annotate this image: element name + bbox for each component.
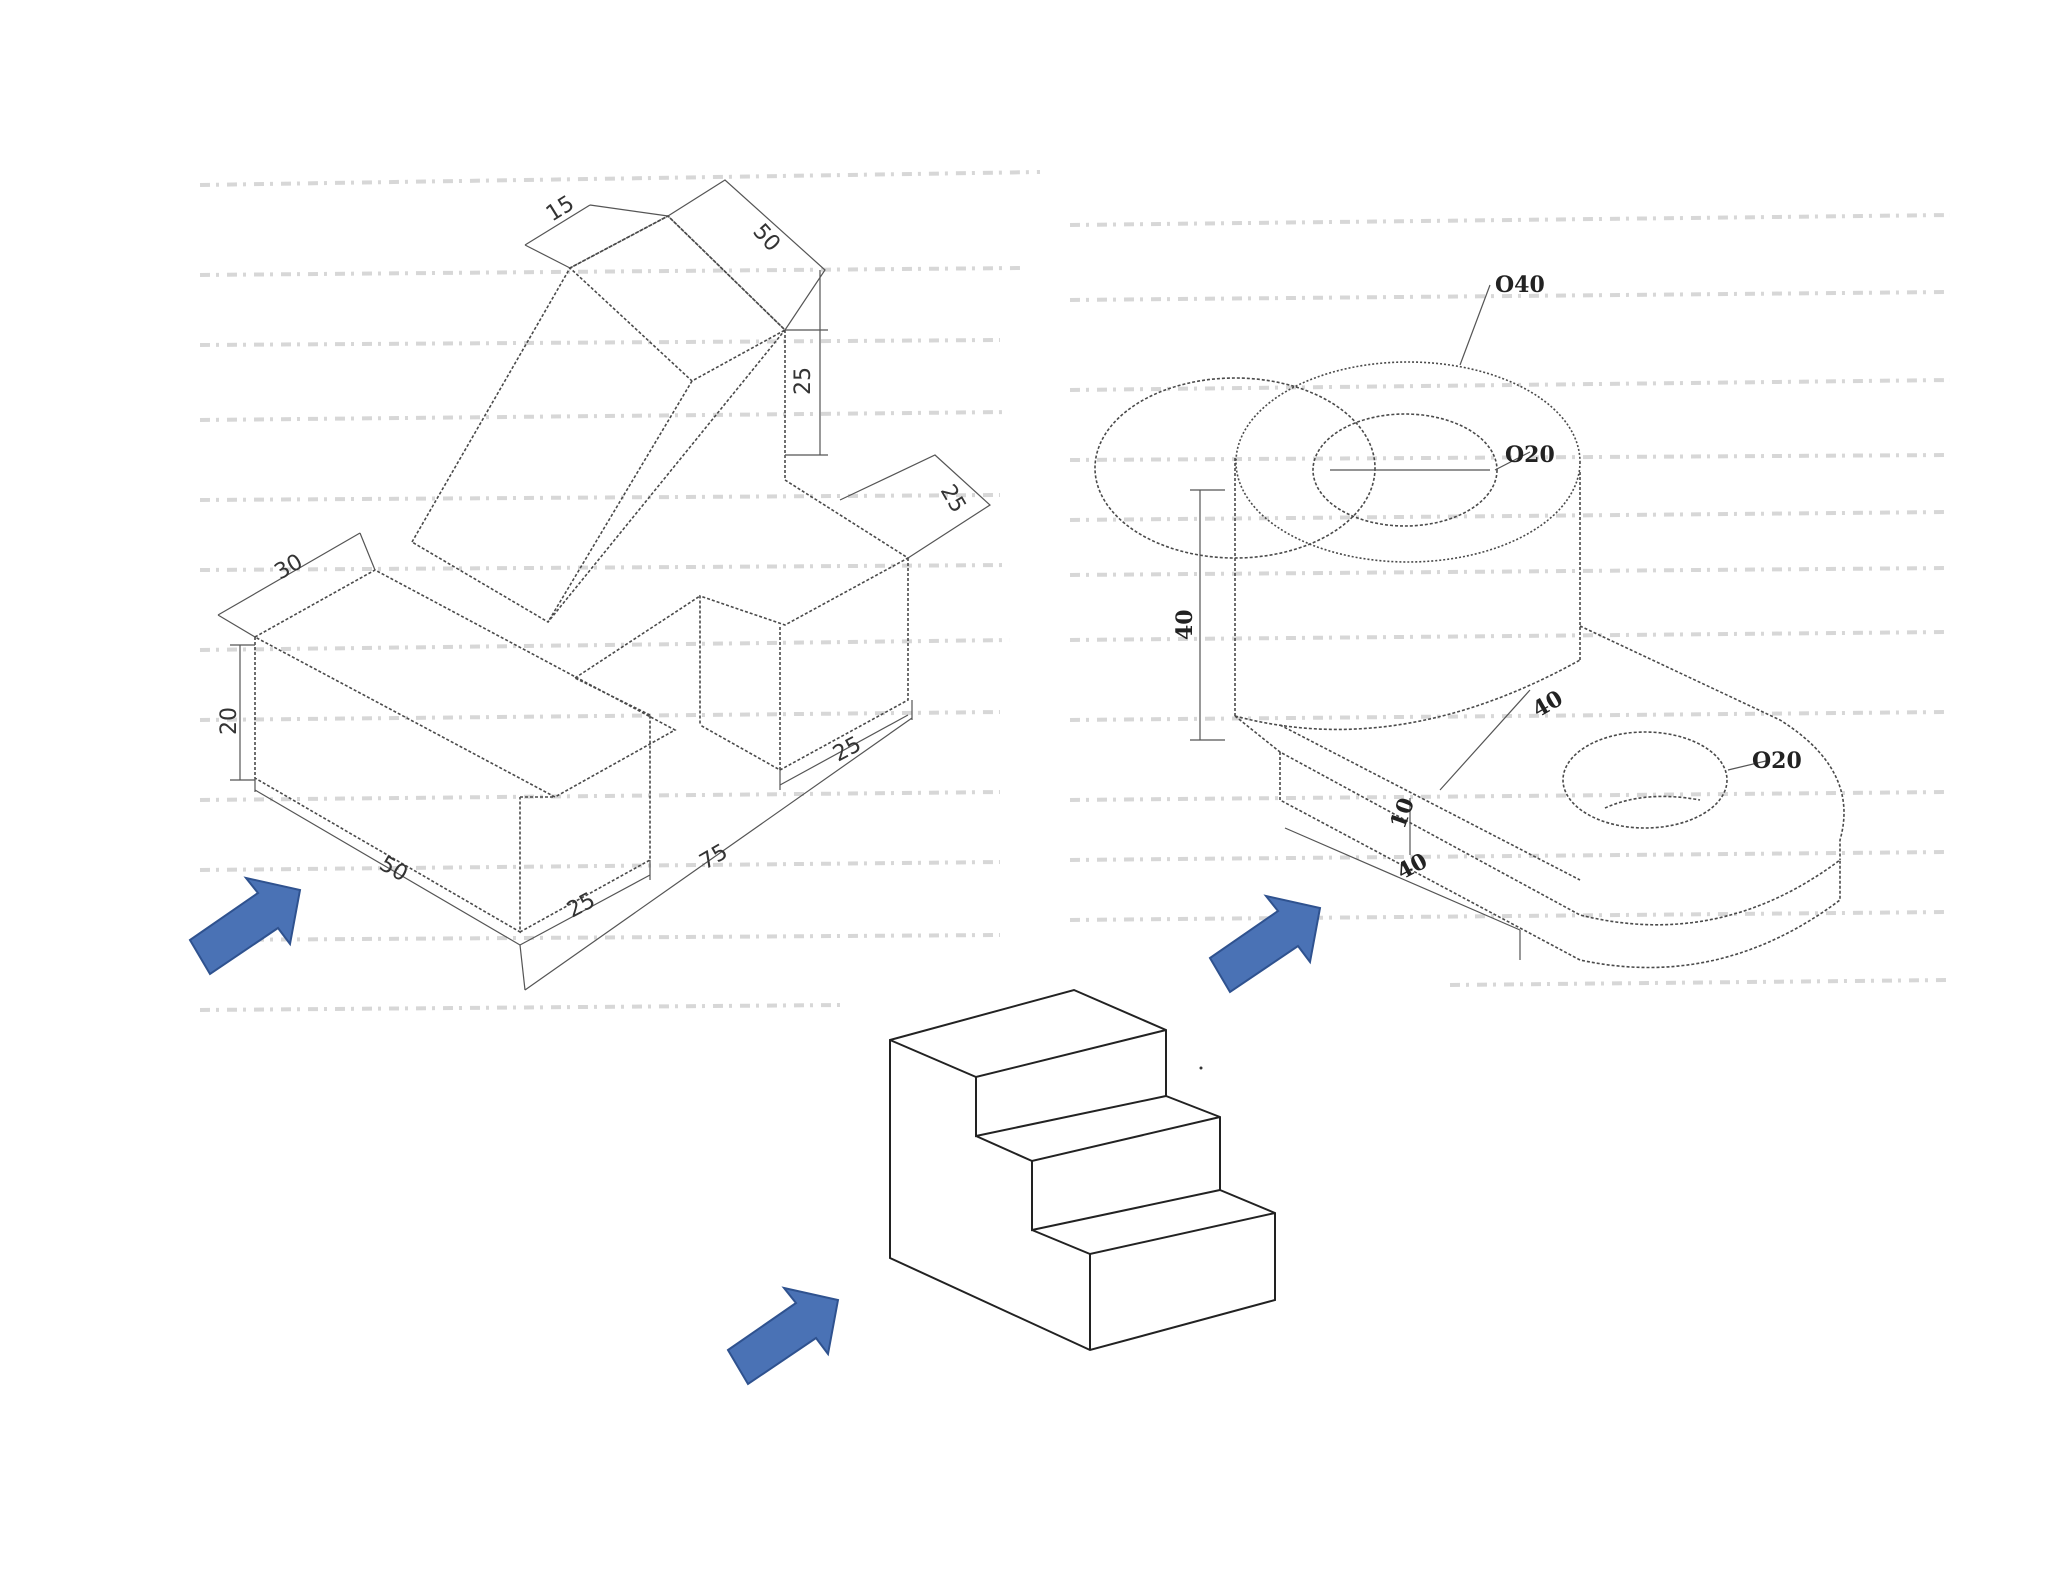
dim-label: O40 [1495,272,1545,298]
arrow-up-right-icon [1208,894,1322,994]
isometric-drawing-1: 15 50 25 25 30 20 50 25 75 25 [217,179,991,991]
arrow-up-right-icon [726,1286,840,1386]
dim-label: 25 [829,732,865,767]
scan-noise-right [1069,213,1951,987]
dim-label: 10 [1385,794,1420,832]
dim-label: 25 [791,367,816,395]
dim-label: O20 [1752,748,1802,774]
arrow-up-right-icon [188,876,302,976]
dim-label: 40 [1393,848,1432,885]
dim-label: 20 [217,707,242,735]
dim-label: 15 [542,191,579,227]
dim-label: 40 [1172,609,1198,640]
dim-label: 50 [748,219,785,257]
dim-label: 75 [696,840,733,876]
dim-label: 30 [271,550,308,586]
isometric-drawing-2: O40 O20 40 40 O20 10 40 [1094,272,1845,969]
dim-label: 25 [563,888,599,923]
dim-label: 25 [935,481,971,518]
scan-noise-left [199,170,1041,1012]
dim-label: 50 [375,852,412,888]
dim-label: O20 [1505,442,1555,468]
stairs-drawing [889,988,1276,1352]
